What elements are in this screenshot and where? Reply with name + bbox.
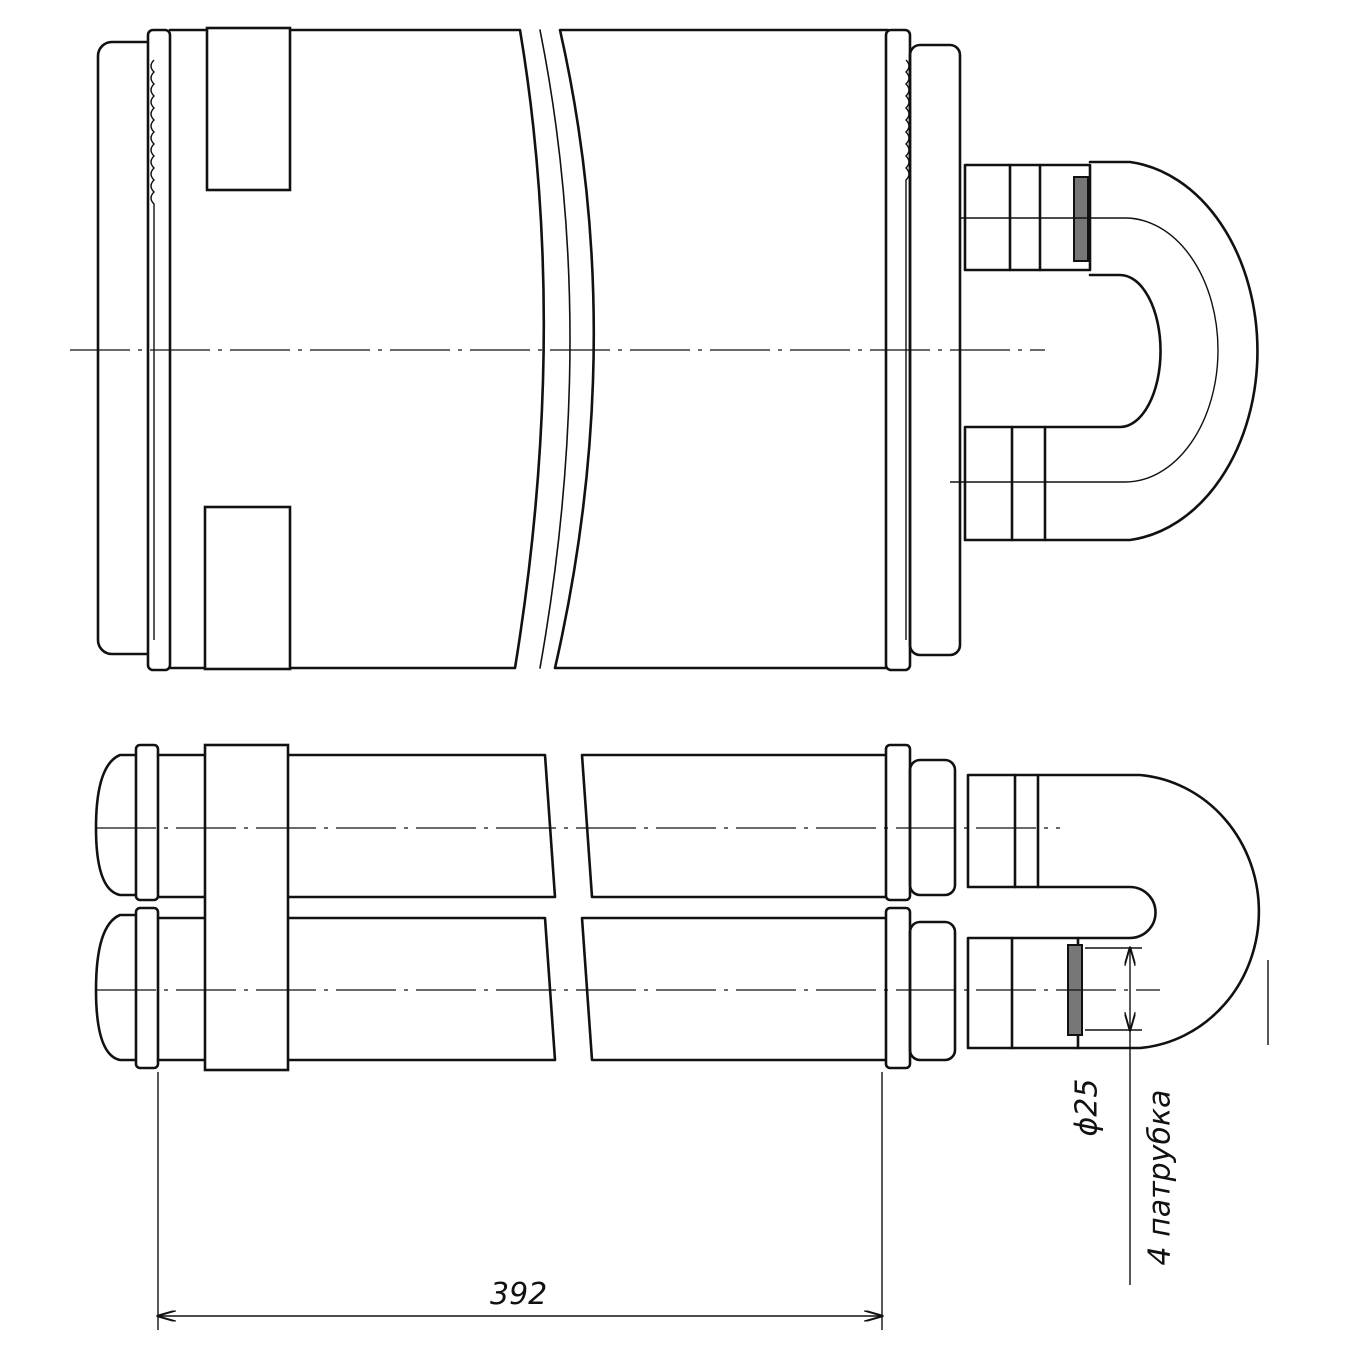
- strap-bottom: [203, 505, 292, 671]
- u-bend-side: [1036, 773, 1261, 1050]
- bottom-view: [94, 743, 1261, 1072]
- tube-lower-left: [156, 916, 557, 1062]
- u-bend: [1043, 160, 1259, 542]
- strap-side: [203, 743, 290, 1072]
- pipe-diameter-label: ϕ25: [1069, 1078, 1105, 1137]
- tube-upper-left: [156, 753, 557, 899]
- tube-upper-right: [580, 753, 890, 899]
- core-left: [168, 28, 546, 670]
- length-dimension-label: 392: [490, 1277, 548, 1312]
- pipe-count-note: 4 патрубка: [1142, 1089, 1178, 1266]
- strap-top: [205, 26, 292, 192]
- dimensions: [158, 948, 1269, 1330]
- lower-pipe: [963, 425, 1047, 542]
- tube-lower-right: [580, 916, 890, 1062]
- top-view: [70, 26, 1259, 672]
- core-right: [553, 28, 890, 670]
